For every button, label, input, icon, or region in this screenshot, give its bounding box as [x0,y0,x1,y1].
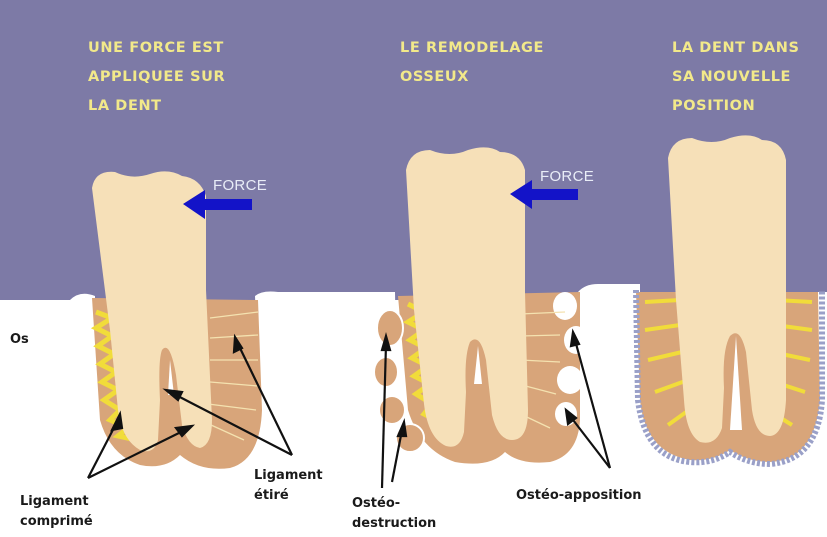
title-force-applied: UNE FORCE EST APPLIQUEE SUR LA DENT [88,34,225,121]
force-label-1: FORCE [213,177,267,194]
label-ligament-compressed: Ligament comprimé [20,492,93,532]
bone-left [0,294,97,470]
label-os: Os [10,330,29,350]
label-osteo-destruction: Ostéo- destruction [352,494,436,534]
title-new-position: LA DENT DANS SA NOUVELLE POSITION [672,34,800,121]
force-label-2: FORCE [540,168,594,185]
bone-right-2 [578,284,640,470]
title-remodeling: LE REMODELAGE OSSEUX [400,34,544,92]
label-ligament-stretched: Ligament étiré [254,466,323,506]
label-osteo-apposition: Ostéo-apposition [516,486,642,506]
